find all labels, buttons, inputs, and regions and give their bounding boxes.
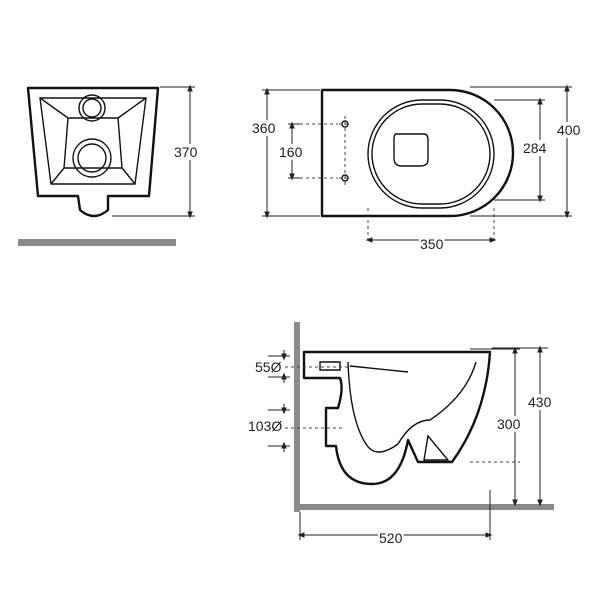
label-background bbox=[378, 530, 404, 546]
label-background bbox=[419, 236, 445, 252]
label-background bbox=[278, 144, 304, 160]
label-background bbox=[173, 144, 199, 160]
label-background bbox=[247, 418, 284, 434]
front-view-inlet bbox=[78, 94, 106, 122]
side-view: 55Ø 103Ø 300 430 520 bbox=[247, 322, 554, 546]
outlet-height-label: 300 bbox=[497, 416, 521, 432]
label-background bbox=[496, 416, 522, 432]
front-view-outlet bbox=[72, 138, 112, 178]
top-view-outline bbox=[320, 88, 515, 218]
outlet-diameter-label: 103Ø bbox=[248, 418, 282, 434]
front-view-floor bbox=[18, 239, 176, 246]
label-background bbox=[251, 120, 277, 136]
label-background bbox=[522, 140, 548, 156]
side-view-floor bbox=[294, 504, 554, 510]
top-view-bowl-rim bbox=[367, 99, 495, 209]
top-view-drain bbox=[393, 133, 429, 167]
bowl-width-label: 350 bbox=[420, 236, 444, 252]
bowl-depth-label: 284 bbox=[523, 140, 547, 156]
label-background bbox=[556, 122, 582, 138]
front-view-cavity bbox=[39, 97, 147, 185]
front-view: 370 bbox=[18, 84, 199, 246]
total-length-label: 520 bbox=[379, 530, 403, 546]
top-depth-outer-label: 400 bbox=[557, 122, 581, 138]
total-height-label: 430 bbox=[528, 394, 552, 410]
bolt-spacing-label: 160 bbox=[279, 144, 303, 160]
side-view-wall bbox=[294, 322, 300, 512]
front-height-label: 370 bbox=[174, 144, 198, 160]
front-view-outline bbox=[26, 86, 160, 218]
label-background bbox=[527, 394, 553, 410]
inlet-diameter-label: 55Ø bbox=[255, 359, 282, 375]
side-view-bowl bbox=[347, 361, 477, 453]
top-depth-inner-label: 360 bbox=[252, 120, 276, 136]
side-view-outline bbox=[302, 350, 492, 486]
label-background bbox=[254, 359, 283, 375]
top-view: 360 160 284 400 350 bbox=[251, 84, 582, 252]
